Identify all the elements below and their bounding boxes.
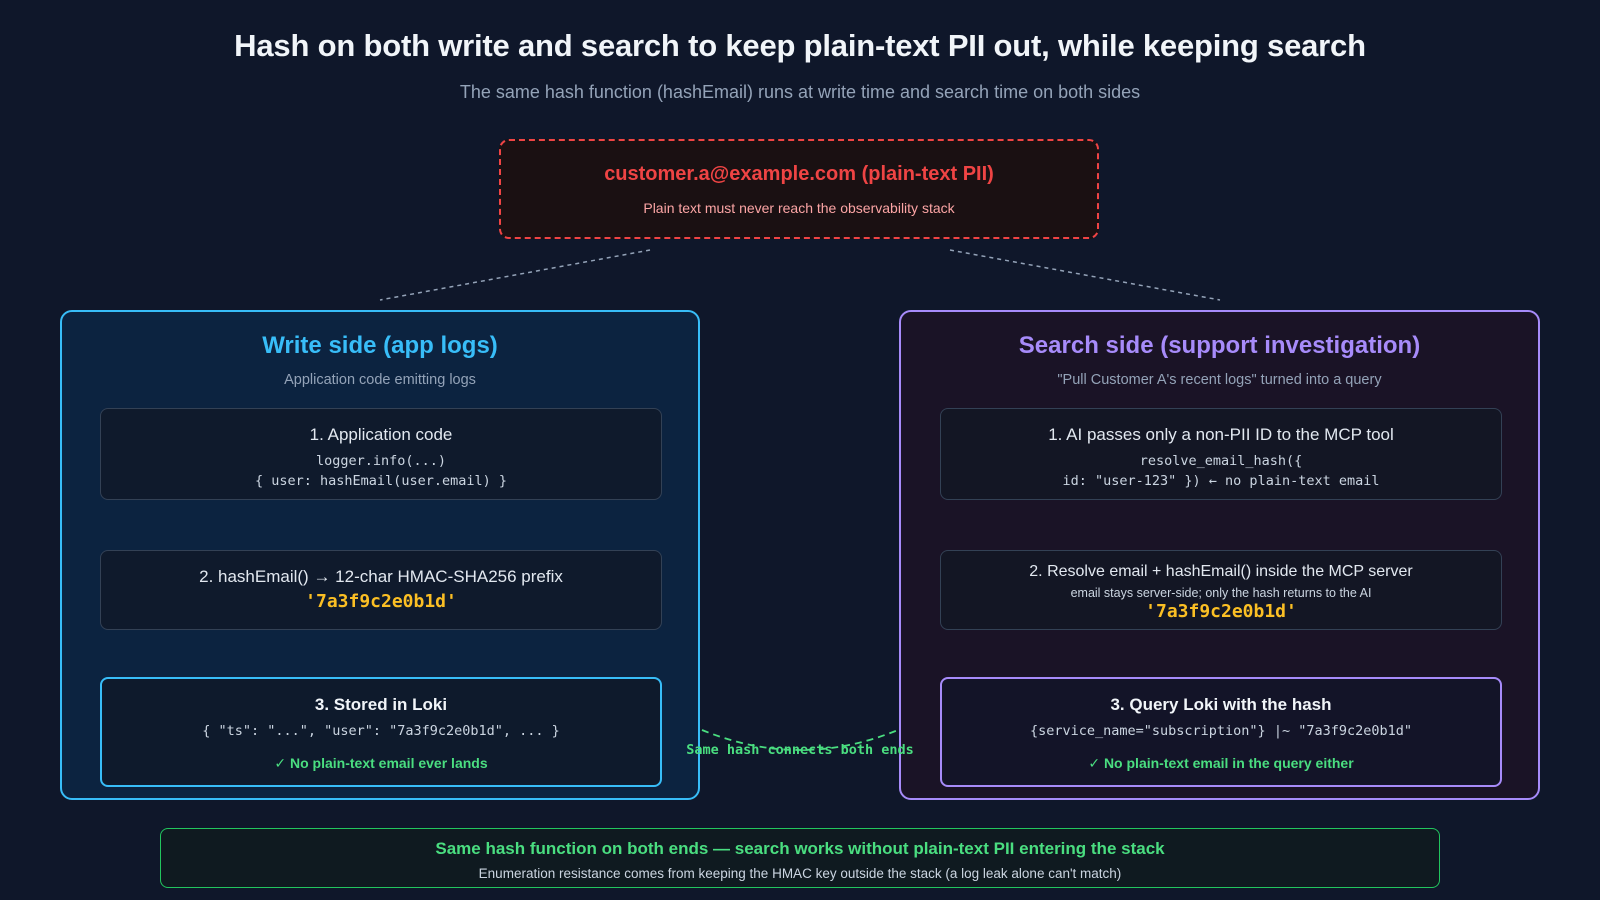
search-step-2: 2. Resolve email + hashEmail() inside th…: [940, 550, 1502, 630]
search-step-1-code-2: id: "user-123" }) ← no plain-text email: [1062, 473, 1380, 489]
search-step-1: 1. AI passes only a non-PII ID to the MC…: [940, 408, 1502, 500]
search-step-2-note: email stays server-side; only the hash r…: [1070, 586, 1372, 600]
search-step-3-label: 3. Query Loki with the hash: [1110, 695, 1332, 714]
write-step-1-label: 1. Application code: [309, 425, 453, 444]
write-step-3-code: { "ts": "...", "user": "7a3f9c2e0b1d", .…: [202, 723, 560, 739]
search-step-3-check: ✓ No plain-text email in the query eithe…: [1088, 755, 1354, 771]
search-step-3-code: {service_name="subscription"} |~ "7a3f9c…: [1029, 723, 1412, 739]
search-step-1-label: 1. AI passes only a non-PII ID to the MC…: [1048, 425, 1394, 444]
write-step-3: 3. Stored in Loki { "ts": "...", "user":…: [100, 677, 662, 787]
search-side-subtitle: "Pull Customer A's recent logs" turned i…: [1057, 372, 1382, 388]
page-subtitle: The same hash function (hashEmail) runs …: [459, 82, 1141, 102]
pii-title: customer.a@example.com (plain-text PII): [604, 163, 994, 185]
write-step-3-label: 3. Stored in Loki: [314, 695, 448, 714]
pii-note: Plain text must never reach the observab…: [643, 200, 955, 216]
summary-title: Same hash function on both ends — search…: [435, 839, 1165, 858]
page-title: Hash on both write and search to keep pl…: [234, 28, 1366, 63]
write-step-3-check: ✓ No plain-text email ever lands: [274, 755, 488, 771]
pii-to-search-line: [949, 249, 1221, 301]
pii-box: customer.a@example.com (plain-text PII) …: [499, 139, 1099, 239]
summary-note: Enumeration resistance comes from keepin…: [478, 866, 1122, 881]
write-step-2-hash: '7a3f9c2e0b1d': [305, 591, 457, 612]
search-side-title: Search side (support investigation): [1018, 332, 1421, 359]
search-side-panel: Search side (support investigation) "Pul…: [899, 310, 1540, 800]
search-step-3: 3. Query Loki with the hash {service_nam…: [940, 677, 1502, 787]
write-step-1-code-1: logger.info(...): [315, 453, 447, 469]
write-side-subtitle: Application code emitting logs: [284, 372, 476, 388]
connector-label: Same hash connects both ends: [686, 742, 914, 758]
pii-to-write-line: [379, 249, 651, 301]
search-step-1-code-1: resolve_email_hash({: [1139, 453, 1303, 469]
write-side-panel: Write side (app logs) Application code e…: [60, 310, 700, 800]
write-step-1: 1. Application code logger.info(...) { u…: [100, 408, 662, 500]
search-step-2-hash: '7a3f9c2e0b1d': [1145, 601, 1297, 622]
write-step-2-label: 2. hashEmail() → 12-char HMAC-SHA256 pre…: [199, 567, 563, 586]
summary-box: Same hash function on both ends — search…: [160, 828, 1440, 888]
hash-connector-curve: [701, 729, 899, 751]
write-step-2: 2. hashEmail() → 12-char HMAC-SHA256 pre…: [100, 550, 662, 630]
write-step-1-code-2: { user: hashEmail(user.email) }: [255, 473, 507, 489]
search-step-2-label: 2. Resolve email + hashEmail() inside th…: [1029, 563, 1413, 580]
write-side-title: Write side (app logs): [262, 332, 498, 359]
